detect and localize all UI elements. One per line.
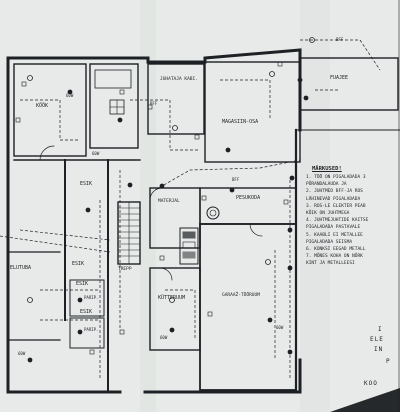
room-label-boiler-room: KÜTTERUUM (158, 295, 186, 301)
fixture-label-light-4: 60W (18, 351, 26, 356)
fixture-label-switch-1: PARIP. (84, 295, 99, 300)
outer-wall-top (6, 48, 302, 64)
room-label-living-room: ELUTUBA (10, 265, 32, 271)
note-line: LÄHINEVAD PIGALADADA (306, 196, 361, 202)
room-label-hall-2: ESIK (72, 261, 85, 267)
note-line: 5. KAABLI EI METALLEE (306, 232, 363, 238)
fixture-label-bulb-2: BFF (336, 37, 344, 42)
note-line: PIGALADADA PASTAVALE (306, 225, 361, 231)
note-line: KINT JA METALLEESI (306, 261, 355, 267)
room-label-hall-3: ESIK (76, 281, 89, 287)
fixture-label-bulb-1: BFF (150, 101, 158, 106)
room-label-storage: MAGASIIN-OSA (222, 119, 259, 125)
room-label-garage: GARAAŽ-TÖÖRUUM (222, 293, 260, 298)
titleblock-line-2: ELE (370, 336, 384, 343)
notes-title: MÄRKUSED! (312, 166, 342, 172)
fixture-label-light-3: 60W (160, 335, 168, 340)
room-label-hall-1: ESIK (80, 181, 93, 187)
outer-wall-bottom (143, 358, 302, 394)
room-label-material: MATERJAL (158, 199, 180, 204)
room-label-hall-4: ESIK (80, 309, 93, 315)
outer-wall (6, 56, 122, 394)
note-line: KÕIK ON JUHTMEGA (306, 211, 350, 216)
fixture-label-switch-2: PARIP. (84, 327, 99, 332)
titleblock-line-1: I (378, 326, 383, 333)
note-line: PIGALADADA SEISMA (306, 239, 353, 245)
note-line: 7. MÕNES KOHA ON NÕRK (306, 254, 363, 260)
titleblock-line-3: IN (374, 346, 384, 353)
room-label-kitchen: KÖÖK (36, 103, 49, 109)
titleblock-line-4: P (386, 358, 391, 365)
fixture-label-bulb-3: BFF (232, 177, 240, 182)
room-label-laundry: PESUKODA (236, 195, 261, 201)
note-line: PÕRANDALAUDA JA (306, 182, 347, 188)
room-label-foyer: FUAJEE (330, 75, 349, 81)
room-label-stairs: TREPP (118, 267, 132, 272)
note-line: 1. TÖÖ ON PIGALADADA 3 (306, 175, 366, 180)
titleblock-line-5: KOO (364, 380, 378, 387)
fixture-label-light-5: 60W (276, 325, 284, 330)
note-line: 6. KONKSI EEGAD METALL (306, 247, 366, 252)
note-line: 4. JUHTMEJUHTIDE KAITSE (306, 218, 369, 224)
note-line: 3. ROS-LE ELEKTER PEAB (306, 203, 366, 209)
room-label-manager-office: JUHATAJA KABI. (160, 77, 198, 82)
fixture-label-light-1: 60W (66, 93, 74, 98)
note-line: 2. JUHTMED BFF-JA ROS (306, 189, 363, 195)
fixture-label-light-2: 60W (92, 151, 100, 156)
